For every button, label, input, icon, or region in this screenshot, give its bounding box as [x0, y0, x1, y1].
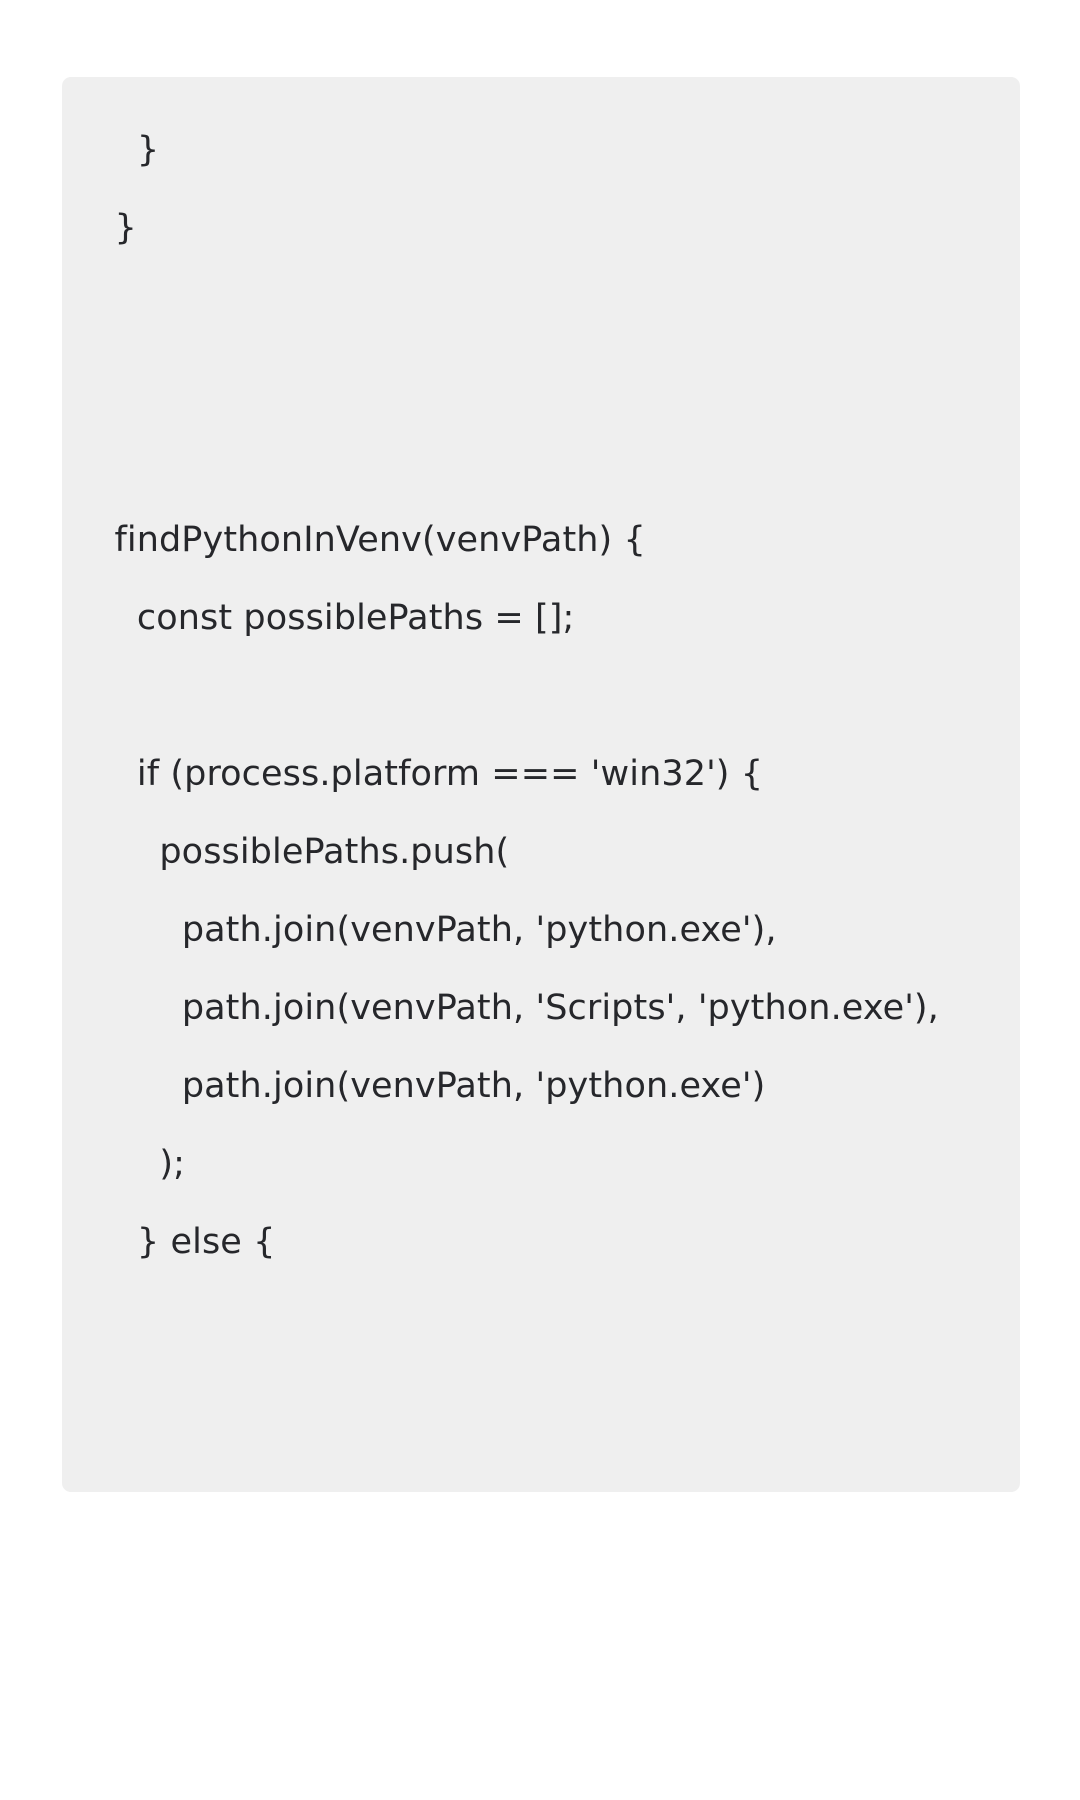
code-block[interactable]: } } findPythonInVenv(venvPath) { const p… — [114, 130, 939, 1262]
code-snippet-panel: } } findPythonInVenv(venvPath) { const p… — [62, 77, 1020, 1492]
